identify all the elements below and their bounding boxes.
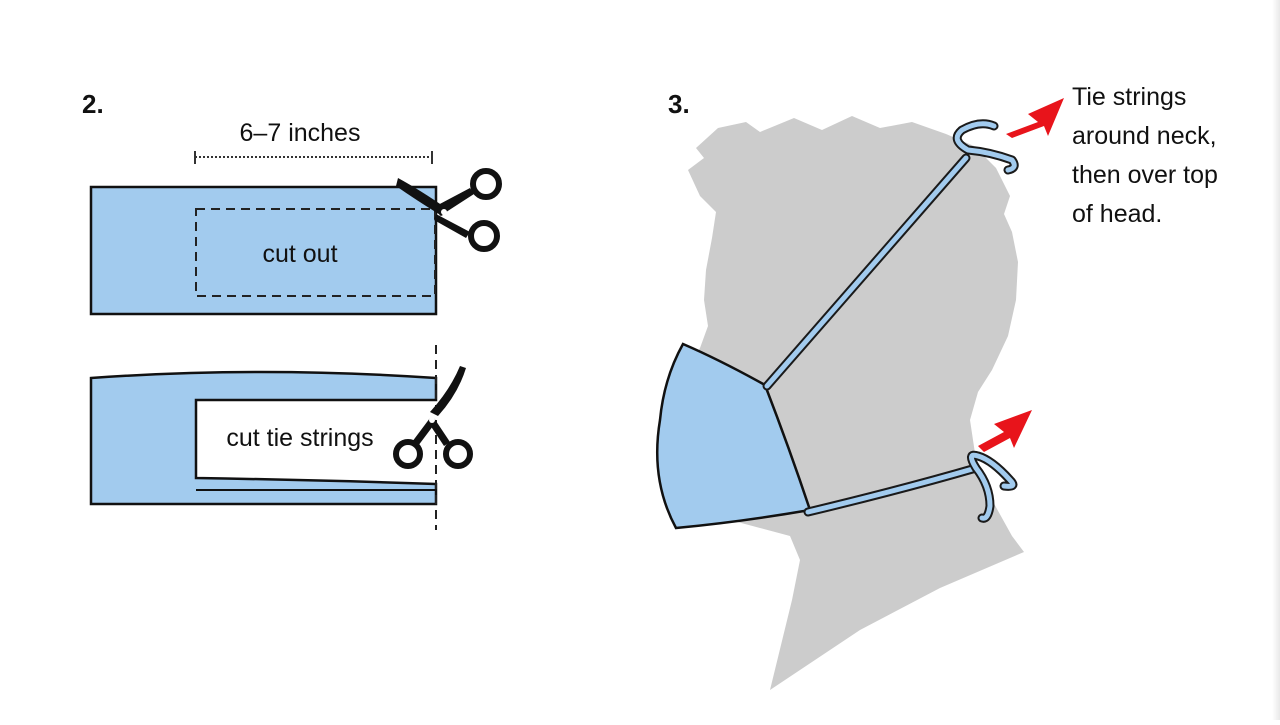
step-2-number: 2. [82, 89, 104, 119]
step-3-number: 3. [668, 89, 690, 119]
instruction-line-3: then over top [1072, 161, 1218, 189]
upper-tie-string [762, 119, 1019, 391]
page-edge-shadow [1272, 0, 1280, 720]
lower-tie-string [803, 450, 1018, 523]
red-arrow-icon [978, 410, 1032, 452]
instruction-line-1: Tie strings [1072, 83, 1186, 111]
head-silhouette [676, 116, 1024, 690]
cut-tie-label: cut tie strings [226, 424, 373, 452]
red-arrow-icon [1006, 98, 1064, 138]
instruction-line-2: around neck, [1072, 122, 1217, 150]
scissors-icon [396, 168, 502, 252]
measurement-bracket [194, 151, 433, 164]
cut-out-label: cut out [262, 240, 337, 268]
face-mask [655, 342, 812, 530]
instruction-line-4: of head. [1072, 200, 1162, 228]
tie-instructions: Tie strings around neck, then over top o… [1072, 83, 1218, 228]
fabric-strip-bottom [89, 370, 438, 506]
measure-label: 6–7 inches [240, 119, 361, 147]
step-2-panel: 2. 6–7 inches cut out cut tie strings [82, 89, 502, 530]
cut-out-dashed-area [195, 208, 436, 297]
scissors-icon [393, 366, 473, 469]
step-3-panel: 3. Tie strings around neck, [655, 83, 1218, 690]
